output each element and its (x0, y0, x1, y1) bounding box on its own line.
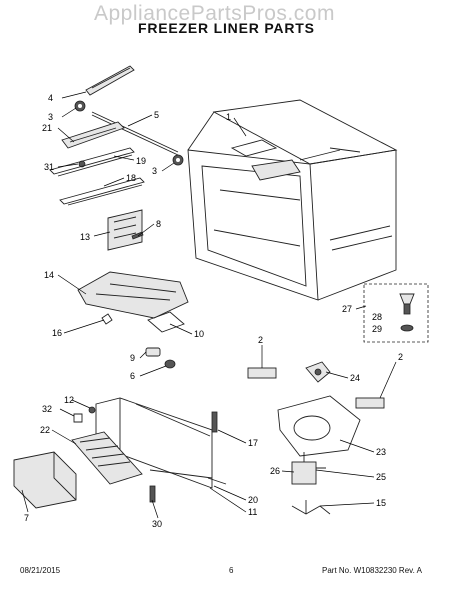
callout-2-left: 2 (258, 335, 263, 345)
callout-30: 30 (152, 519, 162, 529)
callout-8: 8 (156, 219, 161, 229)
callout-28: 28 (372, 312, 382, 322)
part-13-bracket (107, 209, 143, 251)
part-24-fan-blade (305, 361, 331, 383)
callout-3-right: 3 (152, 166, 157, 176)
callout-16: 16 (52, 328, 62, 338)
part-8-screw (131, 231, 144, 240)
part-17-screw (211, 411, 218, 433)
callout-22: 22 (40, 425, 50, 435)
part-3-wheel-left (74, 100, 86, 112)
callout-13: 13 (80, 232, 90, 242)
callout-27: 27 (342, 304, 352, 314)
part-7-housing (13, 451, 77, 509)
part-1-freezer-liner (187, 99, 398, 301)
callout-18: 18 (126, 173, 136, 183)
callout-15: 15 (376, 498, 386, 508)
callout-21: 21 (42, 123, 52, 133)
callout-2-right: 2 (398, 352, 403, 362)
part-10-pad (147, 311, 185, 333)
part-4-rail (85, 65, 135, 96)
callout-20: 20 (248, 495, 258, 505)
leader-lines (21, 91, 397, 519)
part-22-grille (71, 431, 143, 485)
part-19-slide-rail (49, 147, 135, 177)
callout-4: 4 (48, 93, 53, 103)
footer-date: 08/21/2015 (20, 566, 61, 575)
callout-32: 32 (42, 404, 52, 414)
watermark: AppliancePartsPros.com (94, 2, 335, 25)
footer-page-number: 6 (229, 566, 234, 575)
part-14-cover (77, 271, 189, 319)
callout-29: 29 (372, 324, 382, 334)
callout-3: 3 (48, 112, 53, 122)
part-5-rod (91, 111, 179, 156)
footer-part-number: Part No. W10832230 Rev. A (322, 566, 422, 575)
callout-10: 10 (194, 329, 204, 339)
callout-23: 23 (376, 447, 386, 457)
part-26-motor (291, 452, 326, 485)
callout-6: 6 (130, 371, 135, 381)
callout-5: 5 (154, 110, 159, 120)
callout-11: 11 (248, 507, 257, 517)
part-27-inset-box (363, 283, 429, 343)
part-16-clip (101, 313, 113, 325)
part-20-strip (207, 477, 227, 485)
part-23-shroud (277, 395, 361, 457)
callout-12: 12 (64, 395, 74, 405)
part-2-gasket-left (247, 367, 277, 379)
part-30-screw (149, 485, 156, 503)
callout-14: 14 (44, 270, 54, 280)
callout-labels: 4 3 5 21 31 19 3 18 13 8 1 14 16 10 27 2… (24, 93, 403, 529)
part-21-slide-bracket (61, 121, 125, 149)
callout-19: 19 (136, 156, 146, 166)
callout-17: 17 (248, 438, 258, 448)
part-32-clip (73, 413, 83, 423)
part-29-washer (400, 324, 414, 332)
callout-24: 24 (350, 373, 360, 383)
callout-31: 31 (44, 162, 54, 172)
callout-7: 7 (24, 513, 29, 523)
callout-25: 25 (376, 472, 386, 482)
callout-26: 26 (270, 466, 280, 476)
part-28-damper (399, 293, 415, 315)
part-15-bracket (291, 500, 331, 515)
part-12-screw (88, 406, 96, 414)
callout-9: 9 (130, 353, 135, 363)
part-2-gasket-right (355, 397, 385, 409)
part-9-sensor (145, 347, 161, 357)
part-6-grommet (164, 359, 176, 369)
callout-1: 1 (226, 112, 231, 122)
part-3-wheel-right (172, 154, 184, 166)
page-title: FREEZER LINER PARTS (138, 20, 315, 36)
part-18-slide-rail (59, 177, 145, 206)
